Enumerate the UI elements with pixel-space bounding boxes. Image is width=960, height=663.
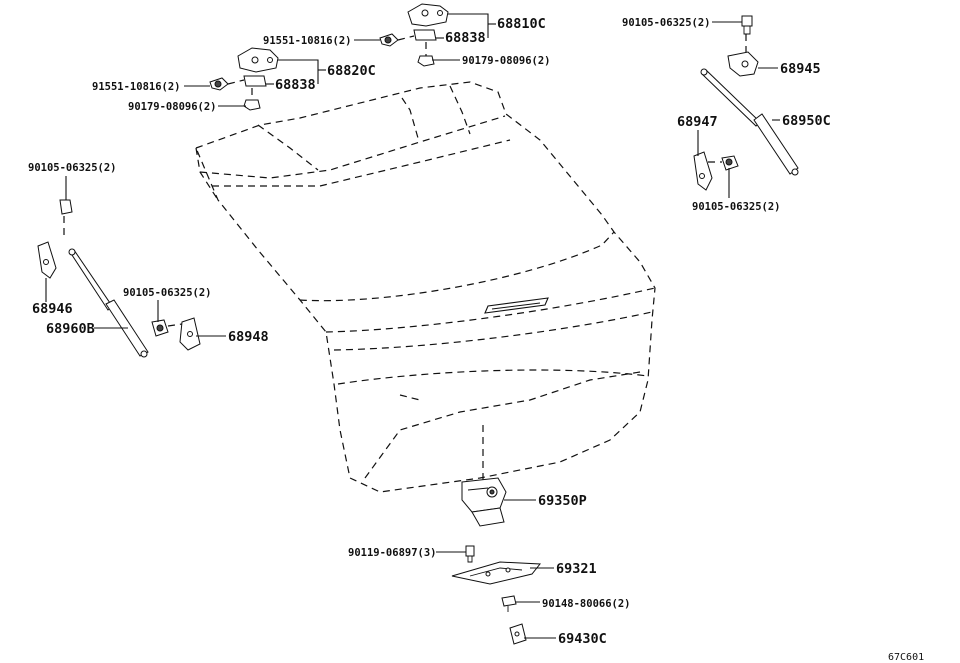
- label-69321: 69321: [556, 561, 597, 577]
- label-90105-left-lower: 90105-06325(2): [123, 287, 212, 299]
- label-69350P: 69350P: [538, 493, 587, 509]
- back-door-panel: [195, 81, 656, 493]
- label-68950C: 68950C: [782, 113, 831, 129]
- label-90119: 90119-06897(3): [348, 547, 437, 559]
- label-90179-lower: 90179-08096(2): [128, 101, 217, 113]
- label-91551-upper: 91551-10816(2): [263, 35, 352, 47]
- hinge-upper: [379, 3, 449, 67]
- label-68810C: 68810C: [497, 16, 546, 32]
- label-91551-lower: 91551-10816(2): [92, 81, 181, 93]
- left-stay-assembly: [37, 199, 201, 358]
- label-68945: 68945: [780, 61, 821, 77]
- label-69430C: 69430C: [558, 631, 607, 647]
- figure-code: 67C601: [888, 652, 924, 663]
- hinge-lower: [209, 47, 279, 111]
- right-stay-assembly: [693, 15, 799, 191]
- label-68948: 68948: [228, 329, 269, 345]
- label-68838-upper: 68838: [445, 30, 486, 46]
- label-68838-lower: 68838: [275, 77, 316, 93]
- lock-assembly: [451, 477, 542, 645]
- part-labels: 68810C 68838 91551-10816(2) 90179-08096(…: [28, 16, 924, 663]
- label-68947: 68947: [677, 114, 718, 130]
- label-68960B: 68960B: [46, 321, 95, 337]
- label-90179-upper: 90179-08096(2): [462, 55, 551, 67]
- label-68946: 68946: [32, 301, 73, 317]
- label-68820C: 68820C: [327, 63, 376, 79]
- label-90105-right: 90105-06325(2): [692, 201, 781, 213]
- label-90105-top-right: 90105-06325(2): [622, 17, 711, 29]
- label-90148: 90148-80066(2): [542, 598, 631, 610]
- label-90105-left: 90105-06325(2): [28, 162, 117, 174]
- leader-lines: [45, 13, 780, 639]
